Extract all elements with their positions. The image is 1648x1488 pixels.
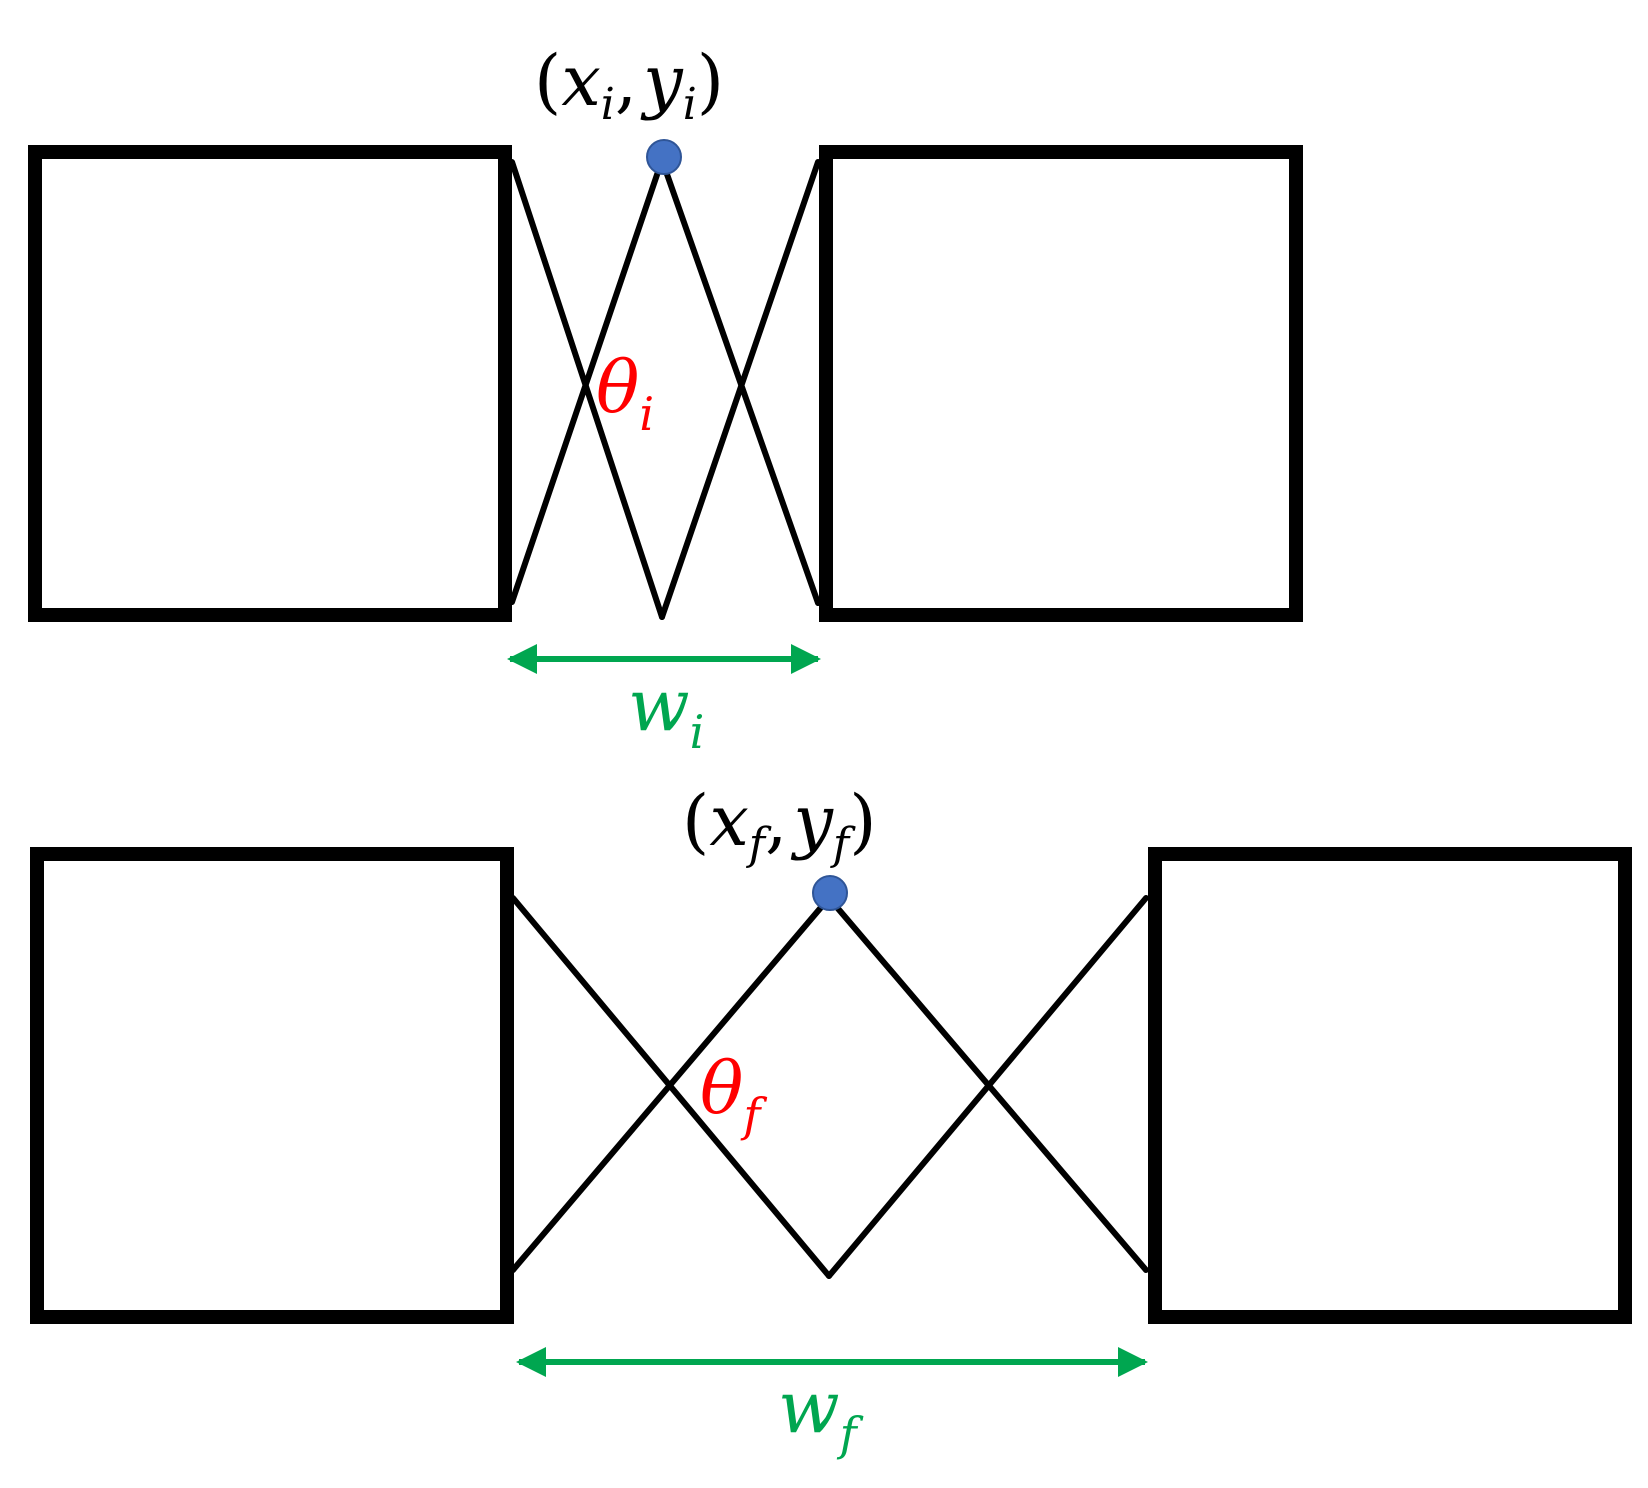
final-joint-point <box>812 875 848 911</box>
initial-left-block <box>28 145 512 622</box>
initial-right-block <box>819 145 1303 622</box>
final-scissor-linkage <box>510 895 1149 1279</box>
initial-angle-label: θi <box>596 345 654 441</box>
final-left-block <box>30 847 514 1324</box>
final-state: (xf,yf) θf wf <box>30 780 1632 1461</box>
initial-joint-point <box>646 139 682 175</box>
initial-point-label: (xi,yi) <box>534 40 724 130</box>
initial-state: (xi,yi) θi wi <box>28 40 1303 759</box>
initial-width-label: wi <box>628 663 704 759</box>
final-angle-label: θf <box>700 1046 767 1142</box>
final-point-label: (xf,yf) <box>682 780 877 870</box>
initial-scissor-linkage <box>509 157 821 620</box>
final-width-label: wf <box>778 1365 864 1461</box>
final-right-block <box>1148 847 1632 1324</box>
